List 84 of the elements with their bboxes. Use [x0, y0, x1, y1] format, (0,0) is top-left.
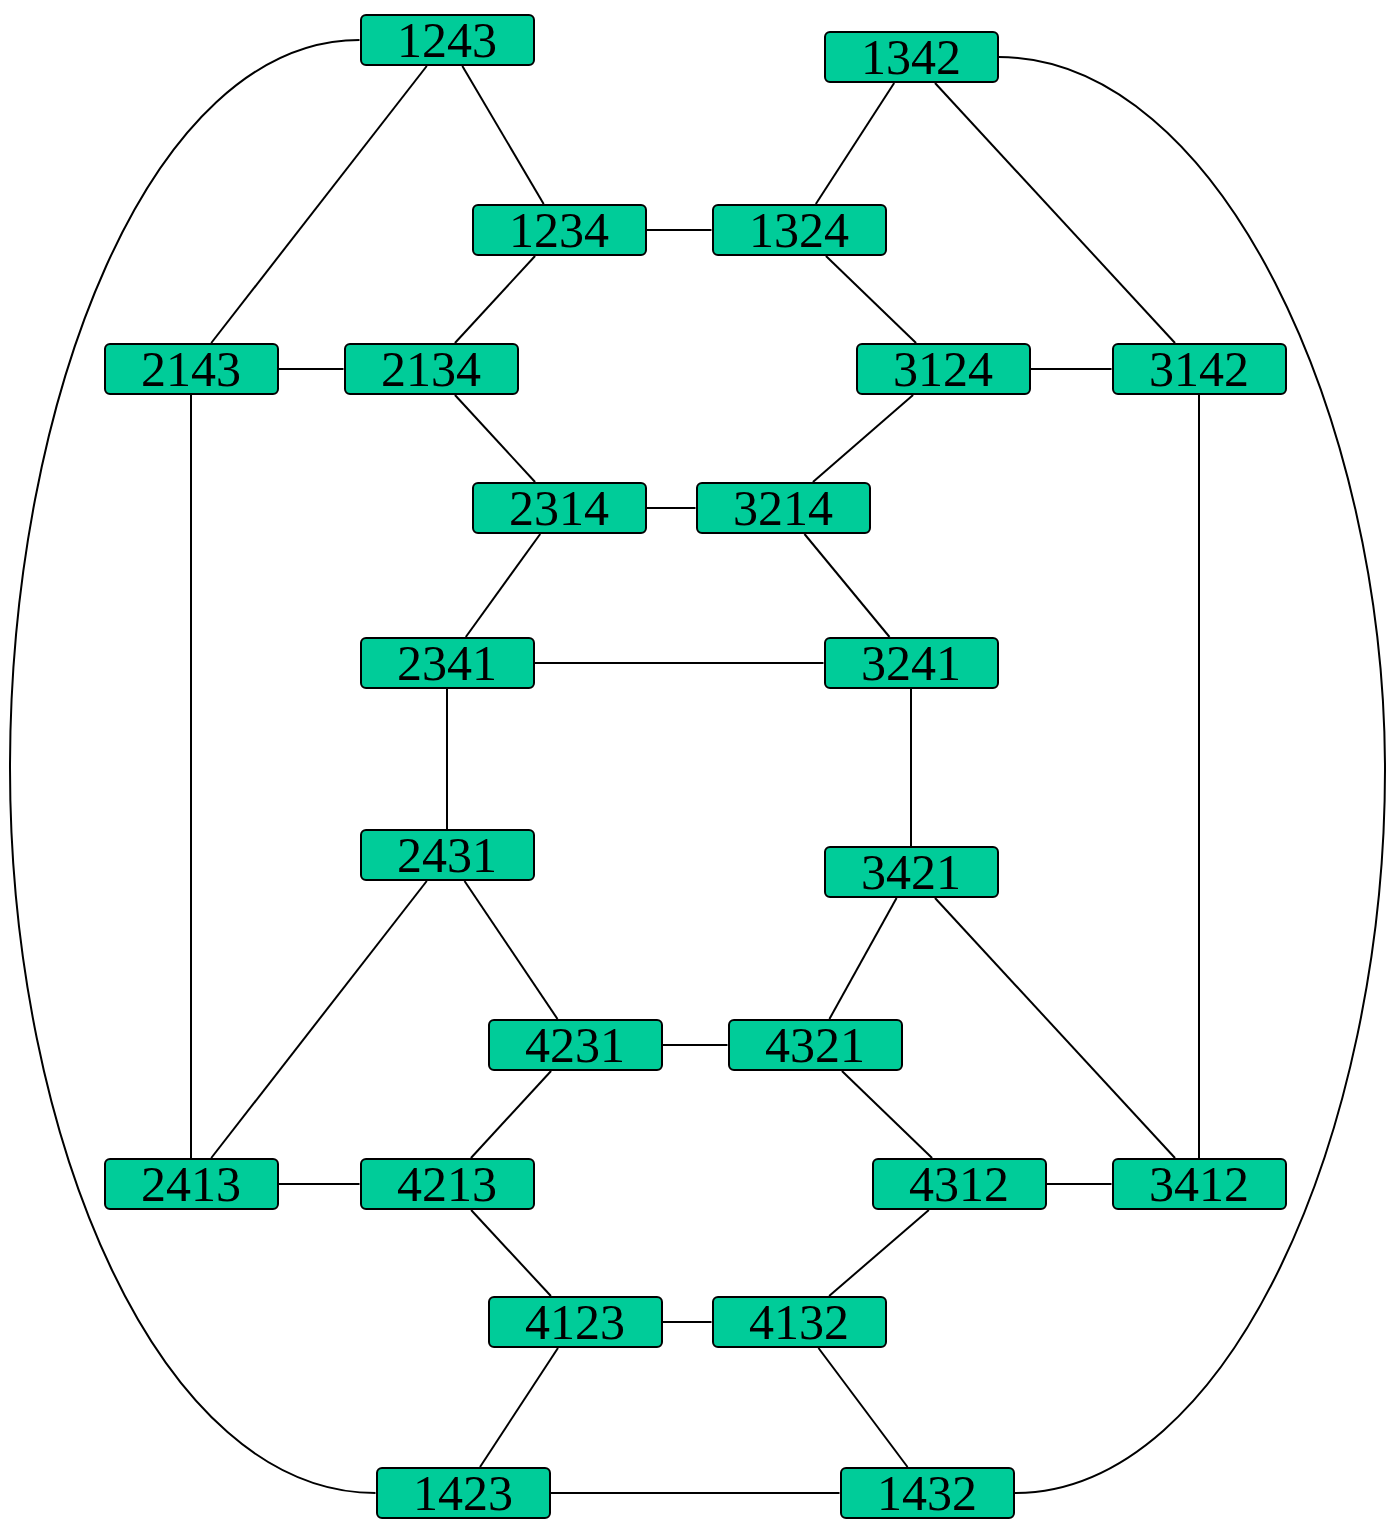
node-label: 4213 — [397, 1159, 497, 1209]
connector-line — [645, 229, 713, 231]
connector-line — [814, 82, 896, 205]
node-label: 1324 — [749, 205, 849, 255]
node-box — [823, 31, 999, 83]
node-box — [823, 846, 999, 898]
connector-line — [1029, 368, 1113, 370]
node-label: 2431 — [397, 830, 497, 880]
node-box — [471, 482, 647, 534]
connector-line — [464, 533, 542, 638]
node-label: 4312 — [909, 1159, 1009, 1209]
connector-line — [210, 880, 428, 1159]
connector-line — [645, 507, 697, 509]
connector-line — [934, 897, 1176, 1159]
node-label: 3142 — [1149, 344, 1249, 394]
connector-line — [934, 82, 1176, 344]
node-label: 1423 — [413, 1468, 513, 1518]
node-box — [871, 1158, 1047, 1210]
connector-line — [9, 39, 377, 1494]
connector-line — [828, 1209, 930, 1297]
node-box — [359, 1158, 535, 1210]
connector-line — [661, 1321, 713, 1323]
connector-line — [803, 533, 891, 638]
node-label: 3214 — [733, 483, 833, 533]
node-box — [823, 637, 999, 689]
node-label: 3241 — [861, 638, 961, 688]
node-box — [711, 1296, 887, 1348]
connector-line — [533, 662, 825, 664]
node-label: 2134 — [381, 344, 481, 394]
connector-line — [479, 1347, 559, 1468]
node-label: 1243 — [397, 15, 497, 65]
connector-line — [549, 1492, 841, 1494]
connector-line — [190, 394, 192, 1159]
node-label: 1234 — [509, 205, 609, 255]
node-label: 1342 — [861, 32, 961, 82]
node-box — [695, 482, 871, 534]
connector-line — [811, 394, 915, 483]
node-box — [1111, 1158, 1287, 1210]
node-label: 2314 — [509, 483, 609, 533]
node-label: 4123 — [525, 1297, 625, 1347]
connector-line — [910, 688, 912, 847]
node-box — [103, 1158, 279, 1210]
connector-line — [1045, 1183, 1113, 1185]
node-box — [487, 1296, 663, 1348]
node-box — [711, 204, 887, 256]
node-box — [487, 1019, 663, 1071]
connector-line — [828, 897, 898, 1020]
node-box — [839, 1467, 1015, 1519]
node-box — [855, 343, 1031, 395]
connector-line — [277, 1183, 361, 1185]
node-label: 3124 — [893, 344, 993, 394]
node-label: 2413 — [141, 1159, 241, 1209]
connector-line — [469, 1070, 553, 1159]
node-box — [359, 14, 535, 66]
node-label: 3421 — [861, 847, 961, 897]
connector-line — [461, 65, 545, 205]
node-label: 2341 — [397, 638, 497, 688]
connector-line — [661, 1044, 729, 1046]
node-label: 1432 — [877, 1468, 977, 1518]
connector-line — [453, 255, 537, 344]
node-label: 4231 — [525, 1020, 625, 1070]
connector-line — [210, 65, 428, 344]
node-label: 2143 — [141, 344, 241, 394]
connector-line — [470, 1209, 552, 1297]
connector-line — [824, 255, 918, 344]
node-box — [103, 343, 279, 395]
node-box — [375, 1467, 551, 1519]
node-label: 4321 — [765, 1020, 865, 1070]
connector-line — [446, 688, 448, 830]
connector-line — [840, 1070, 934, 1159]
node-label: 4132 — [749, 1297, 849, 1347]
connector-line — [1198, 394, 1200, 1159]
node-label: 3412 — [1149, 1159, 1249, 1209]
node-box — [727, 1019, 903, 1071]
node-box — [1111, 343, 1287, 395]
connector-line — [817, 1347, 909, 1468]
node-box — [343, 343, 519, 395]
connector-line — [463, 880, 559, 1020]
node-box — [471, 204, 647, 256]
node-box — [359, 829, 535, 881]
node-box — [359, 637, 535, 689]
connector-line — [997, 56, 1386, 1494]
connector-line — [277, 368, 345, 370]
connector-line — [453, 394, 537, 483]
